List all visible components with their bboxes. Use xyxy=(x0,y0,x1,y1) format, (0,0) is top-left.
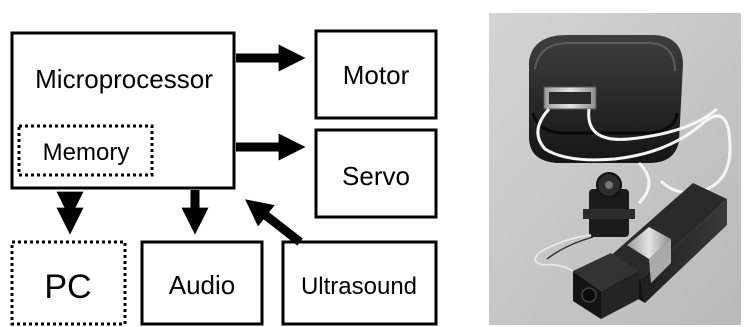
arrow-ultrasound-to-microprocessor xyxy=(245,199,303,246)
microprocessor-label: Microprocessor xyxy=(35,64,213,94)
ultrasound-box xyxy=(281,240,438,326)
audio-box xyxy=(140,240,264,326)
white-cable xyxy=(536,107,732,205)
control-box xyxy=(573,253,639,319)
pc-box xyxy=(10,240,127,326)
device-photo xyxy=(489,13,741,325)
motor-label: Motor xyxy=(343,60,410,90)
motor-box xyxy=(314,29,438,120)
block-diagram: Microprocessor Memory Motor Servo PC Aud… xyxy=(10,29,438,326)
servo-unit xyxy=(583,172,635,237)
ultrasound-label: Ultrasound xyxy=(301,273,417,300)
zipper-case xyxy=(529,35,683,163)
memory-label: Memory xyxy=(43,139,130,166)
servo-label: Servo xyxy=(342,161,410,191)
pc-label: PC xyxy=(44,268,91,306)
audio-label: Audio xyxy=(169,270,236,300)
servo-wires xyxy=(534,234,592,272)
memory-box xyxy=(17,124,154,177)
servo-box xyxy=(314,128,438,219)
sensor-module xyxy=(607,183,727,303)
